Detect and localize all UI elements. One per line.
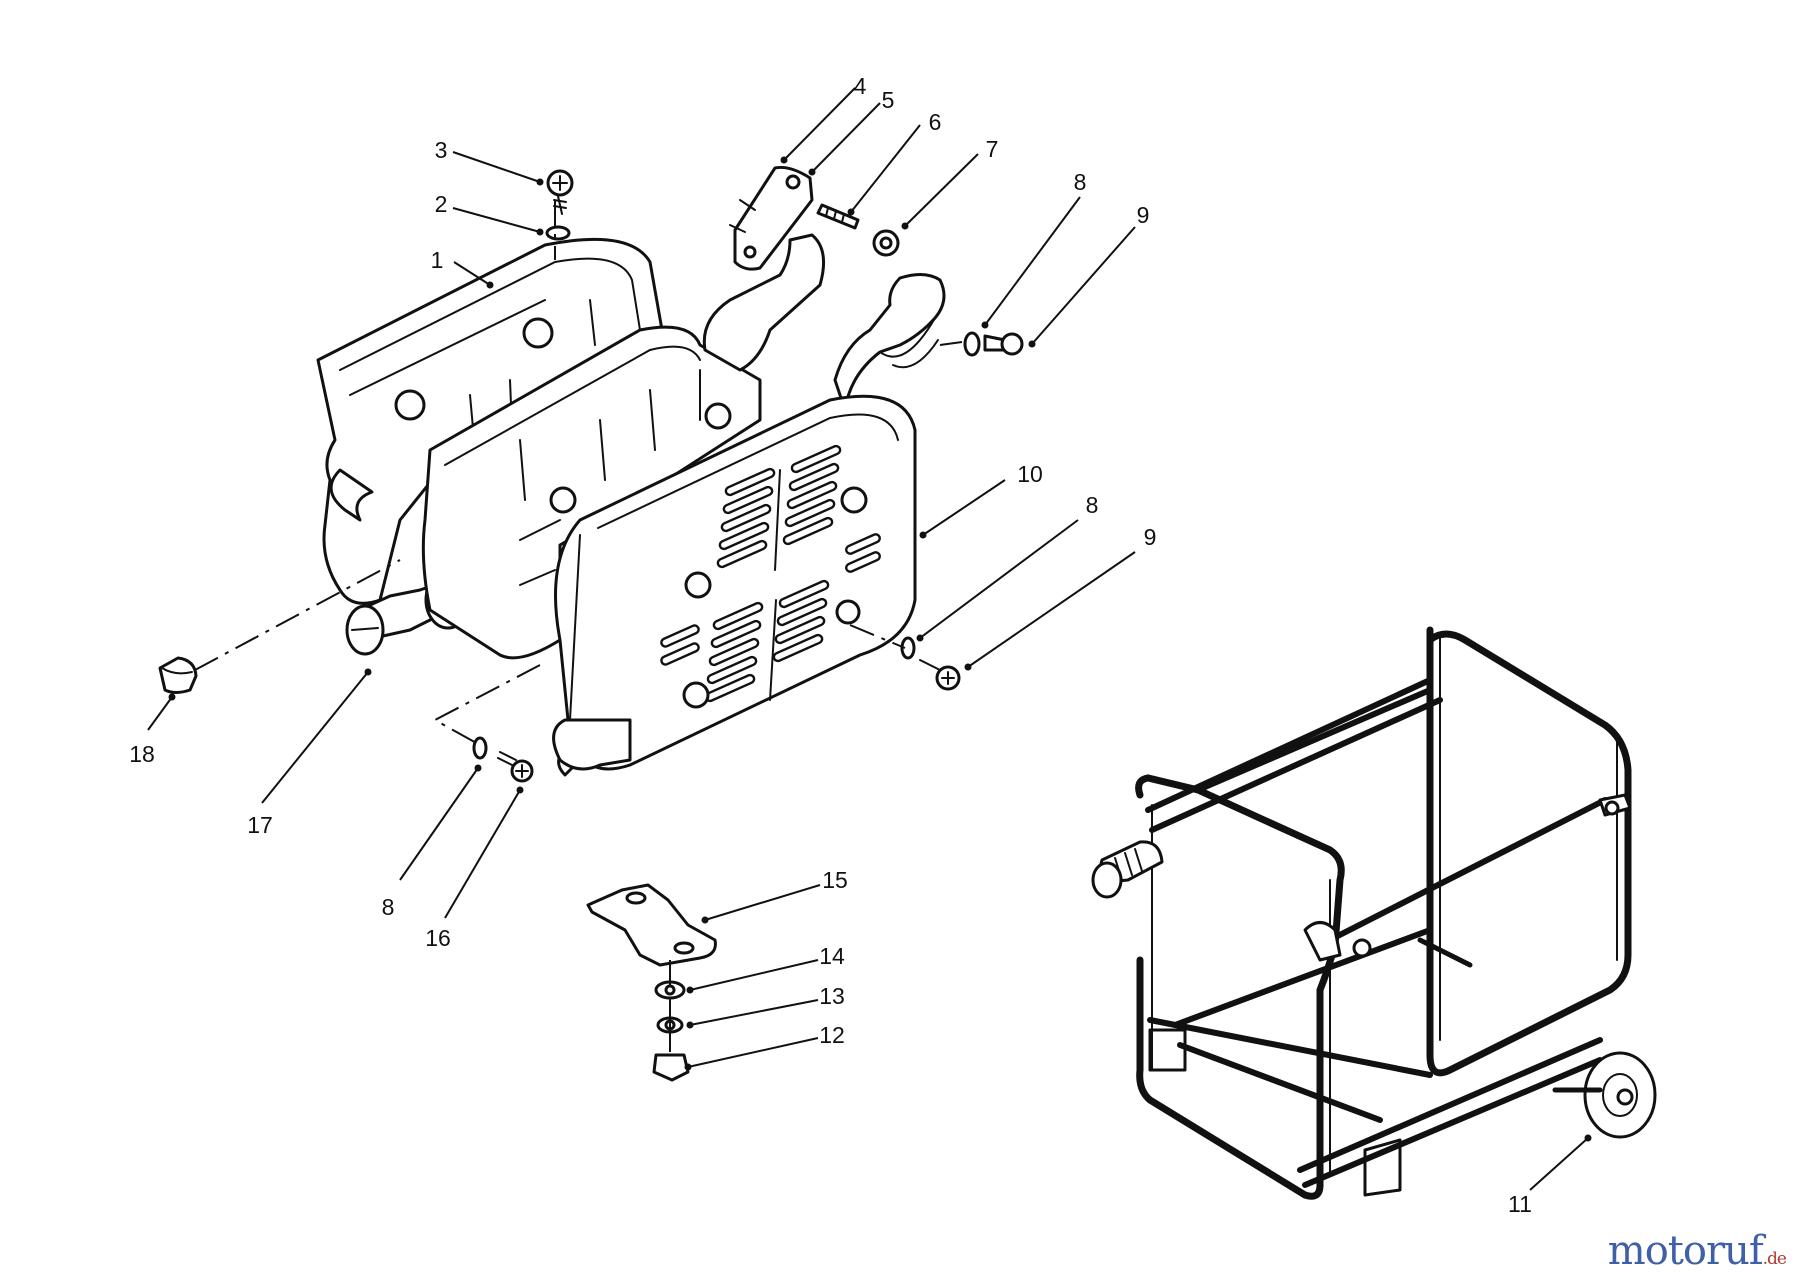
muffler-front-cover xyxy=(552,394,917,777)
watermark-text: motoruf xyxy=(1607,1228,1764,1274)
washer-2 xyxy=(545,225,571,241)
callout-13: 13 xyxy=(819,983,845,1009)
muffler-body xyxy=(421,325,762,660)
callout-3: 3 xyxy=(435,137,448,163)
callout-18: 18 xyxy=(129,741,155,767)
washer-8-upper xyxy=(963,331,981,357)
assembly-lines xyxy=(194,200,963,1052)
washer-8-mid xyxy=(900,636,916,660)
callout-14: 14 xyxy=(819,943,845,969)
plug-18 xyxy=(158,656,198,694)
callout-6: 6 xyxy=(929,109,942,135)
callout-5: 5 xyxy=(882,87,895,113)
leader-lines xyxy=(147,87,1592,1191)
callout-8-upper: 8 xyxy=(1074,169,1087,195)
callout-11: 11 xyxy=(1508,1191,1532,1217)
callout-17: 17 xyxy=(247,812,273,838)
frame-cart xyxy=(1091,626,1657,1200)
watermark-logo: motoruf.de xyxy=(1607,1228,1787,1274)
callout-8-mid: 8 xyxy=(1086,492,1099,518)
callout-8-lower: 8 xyxy=(382,894,395,920)
stud-6 xyxy=(816,203,860,230)
callout-9-upper: 9 xyxy=(1137,202,1150,228)
cover-louvers xyxy=(660,444,881,703)
bracket-15 xyxy=(586,883,717,967)
nut-12 xyxy=(652,1053,690,1082)
washer-8-lower xyxy=(472,736,488,760)
hardware xyxy=(158,169,1024,1082)
callout-labels: 1 2 3 4 5 6 7 8 9 10 8 9 18 17 8 16 15 1… xyxy=(129,73,1532,1217)
bolt-9-upper xyxy=(1000,332,1024,356)
callout-4: 4 xyxy=(854,73,867,99)
callout-7: 7 xyxy=(986,136,999,162)
exhaust-pipe xyxy=(702,166,826,372)
elbow-pipe xyxy=(833,273,946,412)
callout-16: 16 xyxy=(425,925,451,951)
callout-12: 12 xyxy=(819,1022,845,1048)
callout-10: 10 xyxy=(1017,461,1043,487)
watermark-suffix: .de xyxy=(1762,1249,1787,1269)
callout-15: 15 xyxy=(822,867,848,893)
callout-1: 1 xyxy=(431,247,444,273)
callout-9-mid: 9 xyxy=(1144,524,1157,550)
callout-2: 2 xyxy=(435,191,448,217)
